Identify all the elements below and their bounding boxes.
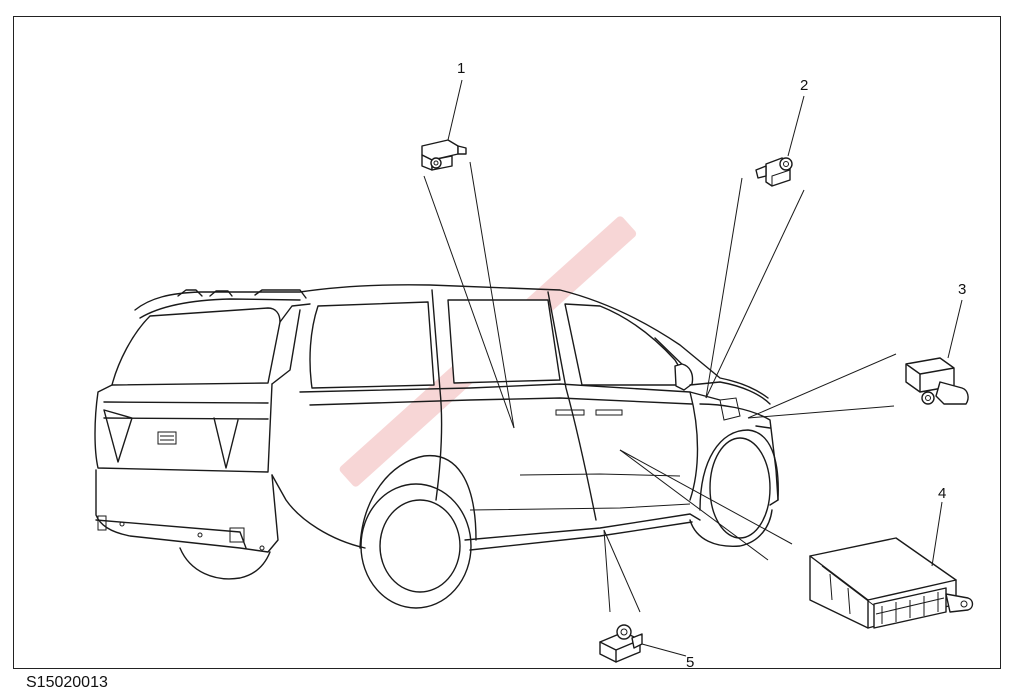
component-1-sensor [421,139,467,171]
callout-4: 4 [938,485,946,502]
component-5-sensor [599,624,643,663]
diagram-frame [13,16,1001,669]
component-3-sensor [905,357,969,405]
leader-lines [423,79,963,657]
callout-3: 3 [958,281,966,298]
component-2-sensor [755,157,793,187]
callout-2: 2 [800,77,808,94]
vehicle-minivan [94,284,779,609]
callout-5: 5 [686,654,694,671]
callout-1: 1 [457,60,465,77]
component-4-control-module [809,537,974,629]
figure-code: S15020013 [26,674,108,691]
